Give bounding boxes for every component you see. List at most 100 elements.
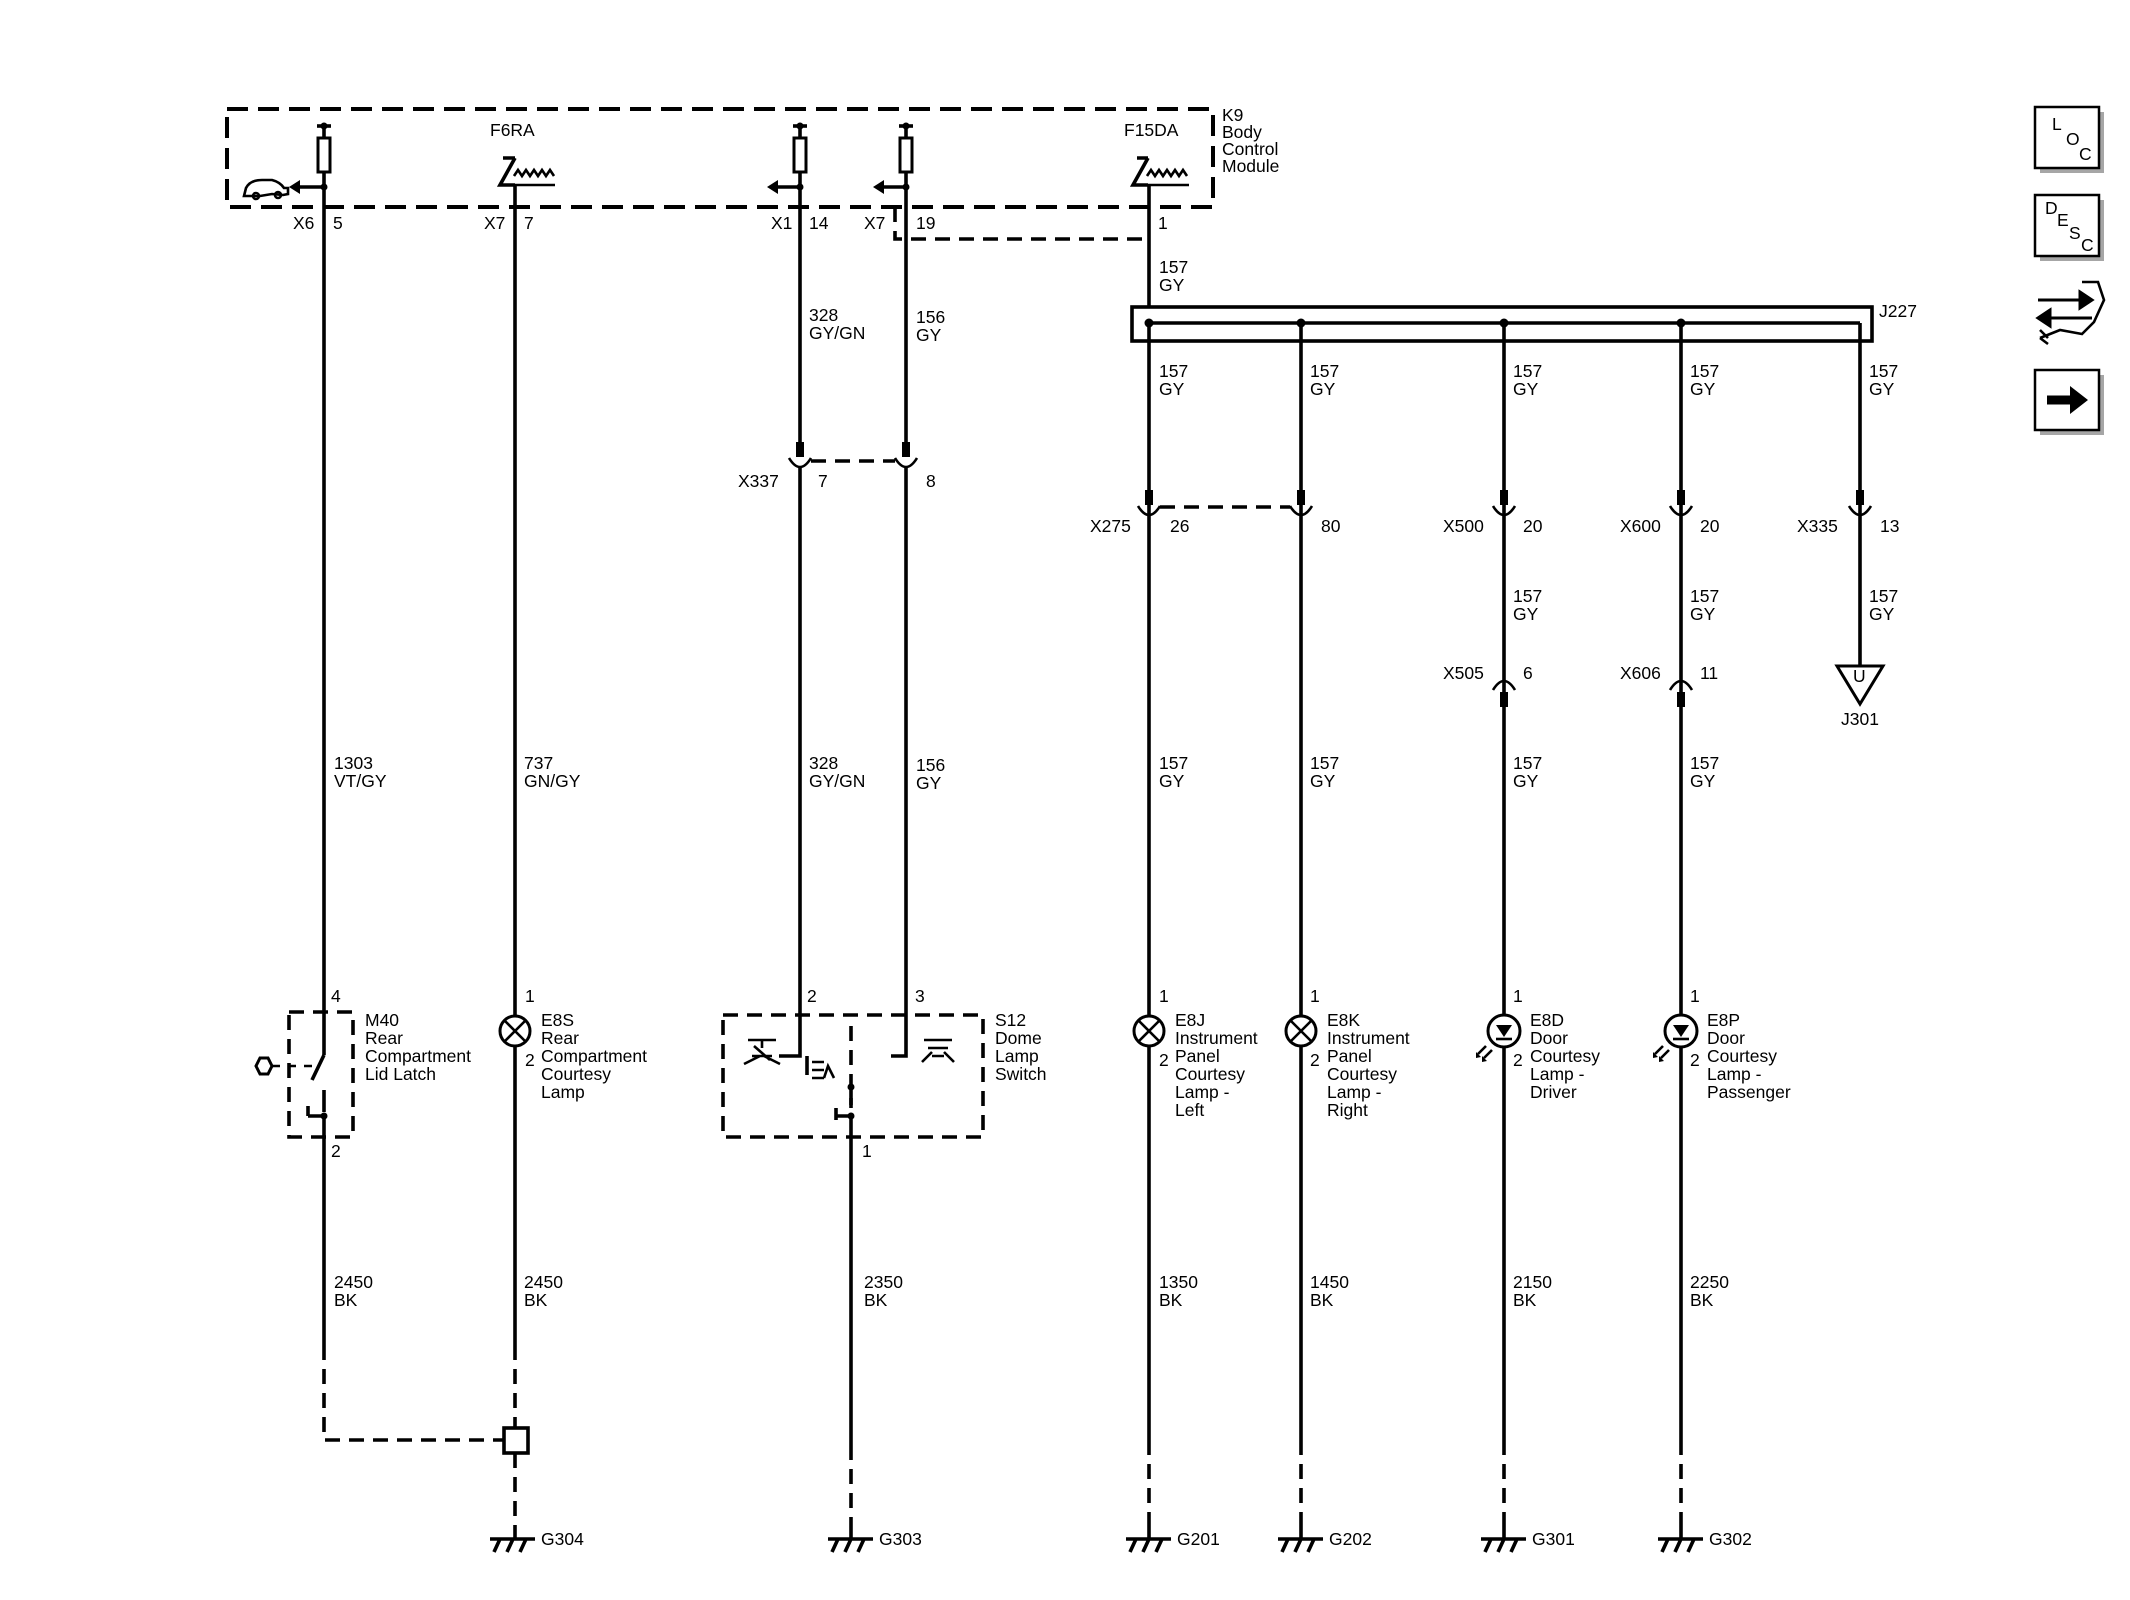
- label-wires-20-circuit: 2450: [524, 1272, 563, 1292]
- label-module-line4: Module: [1222, 156, 1279, 176]
- label-components-5-lines-1: Door: [1530, 1028, 1568, 1048]
- label-wires-21-circuit: 2350: [864, 1272, 903, 1292]
- door-courtesy-lamp-driver: 1 2 E8D Door Courtesy Lamp - Driver: [1476, 986, 1600, 1102]
- label-wires-13-color: GY/GN: [809, 771, 865, 791]
- ground-g302: G302: [1658, 1525, 1752, 1553]
- label-components-1-lines-0: E8S: [541, 1010, 574, 1030]
- label-wires-16-circuit: 157: [1310, 753, 1339, 773]
- label-wires-21-color: BK: [864, 1290, 888, 1310]
- label-components-5-pin_bot: 2: [1513, 1050, 1523, 1070]
- label-components-6-lines-0: E8P: [1707, 1010, 1740, 1030]
- label-wires-6-circuit: 157: [1690, 361, 1719, 381]
- label-wires-20-color: BK: [524, 1290, 548, 1310]
- connector-end-view-icon[interactable]: [2035, 280, 2106, 346]
- label-wires-11-color: VT/GY: [334, 771, 387, 791]
- label-pins-3-pin: 19: [916, 213, 935, 233]
- label-pins-3-conn: X7: [864, 213, 885, 233]
- location-view-button[interactable]: L O C: [2033, 105, 2104, 173]
- label-wires-12-color: GN/GY: [524, 771, 581, 791]
- label-nav-desc-2: S: [2069, 223, 2081, 243]
- label-components-3-pin_bot: 2: [1159, 1050, 1169, 1070]
- label-connectors-6-name: X335: [1797, 516, 1838, 536]
- label-wires-15-color: GY: [1159, 771, 1185, 791]
- label-wires-9-color: GY: [1690, 604, 1716, 624]
- label-components-2-pin_bot: 1: [862, 1141, 872, 1161]
- label-wires-10-color: GY: [1869, 604, 1895, 624]
- label-components-1-pin_bot: 2: [525, 1050, 535, 1070]
- label-components-0-lines-0: M40: [365, 1010, 399, 1030]
- label-wires-14-circuit: 156: [916, 755, 945, 775]
- label-connectors-3-pin: 80: [1321, 516, 1341, 536]
- label-components-3-lines-3: Courtesy: [1175, 1064, 1245, 1084]
- label-wires-7-color: GY: [1869, 379, 1895, 399]
- label-wires-11-circuit: 1303: [334, 753, 373, 773]
- label-wires-19-color: BK: [334, 1290, 358, 1310]
- label-wires-15-circuit: 157: [1159, 753, 1188, 773]
- label-wires-22-color: BK: [1159, 1290, 1183, 1310]
- label-connectors-8-pin: 11: [1700, 663, 1718, 683]
- label-pins-0-conn: X6: [293, 213, 314, 233]
- label-components-3-pin_top: 1: [1159, 986, 1169, 1006]
- label-components-0-lines-2: Compartment: [365, 1046, 471, 1066]
- label-wires-18-color: GY: [1690, 771, 1716, 791]
- label-wires-1-color: GY/GN: [809, 323, 865, 343]
- label-wires-19-circuit: 2450: [334, 1272, 373, 1292]
- label-wires-16-color: GY: [1310, 771, 1336, 791]
- label-components-1-lines-1: Rear: [541, 1028, 579, 1048]
- label-wires-10-circuit: 157: [1869, 586, 1898, 606]
- label-wires-25-color: BK: [1690, 1290, 1714, 1310]
- ground-g303: G303: [828, 1525, 922, 1553]
- label-connectors-7-name: X505: [1443, 663, 1484, 683]
- label-components-6-lines-4: Passenger: [1707, 1082, 1791, 1102]
- page-jump-j301[interactable]: U J301: [1834, 664, 1886, 729]
- ground-g202: G202: [1278, 1525, 1372, 1553]
- label-connectors-6-pin: 13: [1880, 516, 1899, 536]
- splice-ground-box: [502, 1426, 530, 1455]
- label-grounds-2: G201: [1177, 1529, 1220, 1549]
- rear-compartment-courtesy-lamp: 1 2 E8S Rear Compartment Courtesy Lamp: [498, 986, 647, 1102]
- label-fuses-f6ra: F6RA: [490, 120, 535, 140]
- next-page-arrow-icon[interactable]: [2033, 368, 2104, 435]
- instrument-panel-courtesy-lamp-left: 1 2 E8J Instrument Panel Courtesy Lamp -…: [1132, 986, 1258, 1120]
- label-components-4-pin_top: 1: [1310, 986, 1320, 1006]
- label-connectors-5-name: X600: [1620, 516, 1661, 536]
- inline-connector-x335: X335 13: [1797, 490, 1899, 536]
- description-button[interactable]: D E S C: [2033, 193, 2104, 261]
- label-components-6-pin_bot: 2: [1690, 1050, 1700, 1070]
- label-pins-4-pin: 1: [1158, 213, 1168, 233]
- label-wires-14-color: GY: [916, 773, 942, 793]
- label-module-line3: Control: [1222, 139, 1278, 159]
- label-wires-12-circuit: 737: [524, 753, 553, 773]
- label-wires-0-color: GY: [1159, 275, 1185, 295]
- label-components-4-lines-0: E8K: [1327, 1010, 1360, 1030]
- rear-compartment-lid-latch: 4 2 M40 Rear Compartment Lid Latch: [254, 986, 471, 1161]
- label-wires-3-color: GY: [1159, 379, 1185, 399]
- label-components-3-lines-2: Panel: [1175, 1046, 1220, 1066]
- label-nav-loc-1: O: [2066, 129, 2080, 149]
- label-components-6-lines-1: Door: [1707, 1028, 1745, 1048]
- label-wires-1-circuit: 328: [809, 305, 838, 325]
- label-connectors-0-name: X337: [738, 471, 779, 491]
- label-wires-13-circuit: 328: [809, 753, 838, 773]
- label-module-name: K9: [1222, 105, 1243, 125]
- label-wires-7-circuit: 157: [1869, 361, 1898, 381]
- label-wires-4-color: GY: [1310, 379, 1336, 399]
- label-jump-name: J301: [1841, 709, 1879, 729]
- ground-dashed-latch: [322, 1345, 504, 1442]
- label-grounds-3: G202: [1329, 1529, 1372, 1549]
- label-components-3-lines-4: Lamp -: [1175, 1082, 1230, 1102]
- label-components-1-lines-4: Lamp: [541, 1082, 585, 1102]
- label-module-line2: Body: [1222, 122, 1262, 142]
- label-grounds-5: G302: [1709, 1529, 1752, 1549]
- label-components-2-pin_top2: 3: [915, 986, 925, 1006]
- label-grounds-4: G301: [1532, 1529, 1575, 1549]
- fuse-driver-f15da: F15DA: [1124, 120, 1189, 187]
- label-components-5-lines-0: E8D: [1530, 1010, 1564, 1030]
- label-components-3-lines-0: E8J: [1175, 1010, 1205, 1030]
- pullup-resistor-x7: [873, 122, 914, 194]
- label-wires-0-circuit: 157: [1159, 257, 1188, 277]
- label-fuses-f15da: F15DA: [1124, 120, 1179, 140]
